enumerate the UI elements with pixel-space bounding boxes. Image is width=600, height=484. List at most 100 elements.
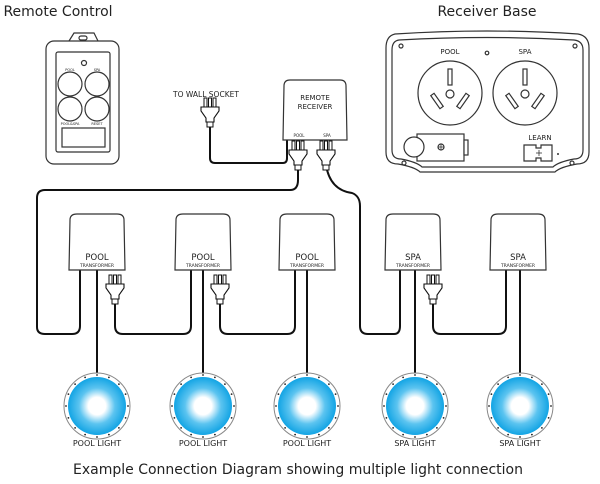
light-screw [541, 383, 543, 385]
light-screw [385, 417, 388, 419]
light-lens [278, 377, 336, 435]
remote-control: POOL SPA POOL&SPA RESET [45, 32, 120, 165]
light-3: POOL LIGHT [273, 372, 341, 448]
transformer-sublabel: TRANSFORMER [79, 263, 114, 269]
light-screw [488, 405, 490, 407]
light-screw [96, 436, 98, 438]
light-screw [392, 383, 394, 385]
wiring [36, 122, 521, 374]
light-screw [230, 417, 233, 419]
light-screw [214, 376, 216, 379]
light-label: SPA LIGHT [499, 439, 540, 448]
light-screw [108, 433, 110, 436]
diagram-caption: Example Connection Diagram showing multi… [73, 462, 523, 478]
light-screw [392, 427, 394, 429]
transformer-name: POOL [85, 253, 109, 263]
light-lens [386, 377, 444, 435]
light-screw [541, 427, 543, 429]
remote-button-label: SPA [94, 68, 101, 72]
transformer-plug-icon [105, 274, 125, 305]
light-screw [84, 376, 86, 379]
light-screw [284, 383, 286, 385]
pool-socket[interactable] [417, 60, 483, 126]
transformer-name: POOL [295, 253, 319, 263]
remote-button-spa[interactable] [84, 71, 110, 97]
light-screw [171, 405, 173, 407]
socket-label-pool: POOL [440, 48, 459, 56]
transformer-sublabel: TRANSFORMER [500, 263, 535, 269]
light-screw [328, 427, 330, 429]
light-screw [519, 374, 521, 376]
remote-button-pool[interactable] [57, 71, 83, 97]
light-screw [180, 383, 183, 385]
light-screw [173, 417, 176, 419]
remote-button-reset[interactable] [84, 96, 110, 122]
light-screw [531, 433, 533, 436]
transformer-sublabel: TRANSFORMER [289, 263, 324, 269]
light-screw [284, 427, 286, 429]
light-screw [84, 433, 86, 436]
remote-button-label: RESET [91, 122, 103, 126]
wall-socket-label: TO WALL SOCKET [172, 90, 239, 99]
light-screw [507, 433, 509, 436]
light-2: POOL LIGHT [169, 372, 237, 448]
led-indicator [80, 59, 88, 67]
light-screw [190, 376, 193, 379]
transformer-name: SPA [405, 253, 421, 263]
light-screw [497, 383, 499, 385]
light-screw [383, 405, 385, 407]
light-screw [442, 393, 445, 395]
remote-receiver: REMOTE RECEIVER POOL SPA [282, 79, 348, 141]
light-screw [426, 433, 428, 436]
light-screw [306, 374, 308, 376]
spa-output-plug-icon [316, 140, 336, 171]
transformer-housing [384, 213, 442, 271]
light-lens [491, 377, 549, 435]
light-screw [108, 376, 110, 379]
light-screw [550, 405, 552, 407]
light-label: POOL LIGHT [179, 439, 227, 448]
light-screw [328, 383, 330, 385]
light-label: POOL LIGHT [73, 439, 121, 448]
light-screw [277, 417, 280, 419]
light-screw [74, 383, 76, 385]
learn-button[interactable] [523, 144, 559, 162]
light-screw [414, 374, 416, 376]
light-screw [277, 393, 280, 395]
light-screw [202, 374, 204, 376]
light-screw [519, 436, 521, 438]
remote-button-pool-spa[interactable] [57, 96, 83, 122]
light-screw [442, 417, 445, 419]
remote-receiver-label: REMOTE [300, 94, 330, 102]
light-screw [118, 383, 120, 385]
light-screw [294, 433, 296, 436]
transformer-housing [174, 213, 232, 271]
light-lens [174, 377, 232, 435]
light-screw [318, 433, 320, 436]
remote-button-label: POOL&SPA [61, 122, 80, 126]
light-label: SPA LIGHT [394, 439, 435, 448]
light-screw [190, 433, 193, 436]
light-1: POOL LIGHT [63, 372, 131, 448]
light-screw [334, 417, 337, 419]
spa-socket[interactable] [492, 60, 558, 126]
light-screw [202, 436, 204, 438]
light-screw [490, 417, 493, 419]
light-5: SPA LIGHT [486, 372, 554, 448]
receiver-base-title: Receiver Base [437, 4, 536, 20]
socket-label-spa: SPA [518, 48, 531, 56]
light-label: POOL LIGHT [283, 439, 331, 448]
fuse-holder [403, 133, 469, 162]
transformer-sublabel: TRANSFORMER [395, 263, 430, 269]
light-screw [233, 405, 235, 407]
light-screw [426, 376, 428, 379]
transformer-housing [489, 213, 547, 271]
remote-button-label: POOL [65, 68, 75, 72]
transformer-housing [278, 213, 336, 271]
transformer-name: SPA [510, 253, 526, 263]
status-led [484, 50, 490, 56]
